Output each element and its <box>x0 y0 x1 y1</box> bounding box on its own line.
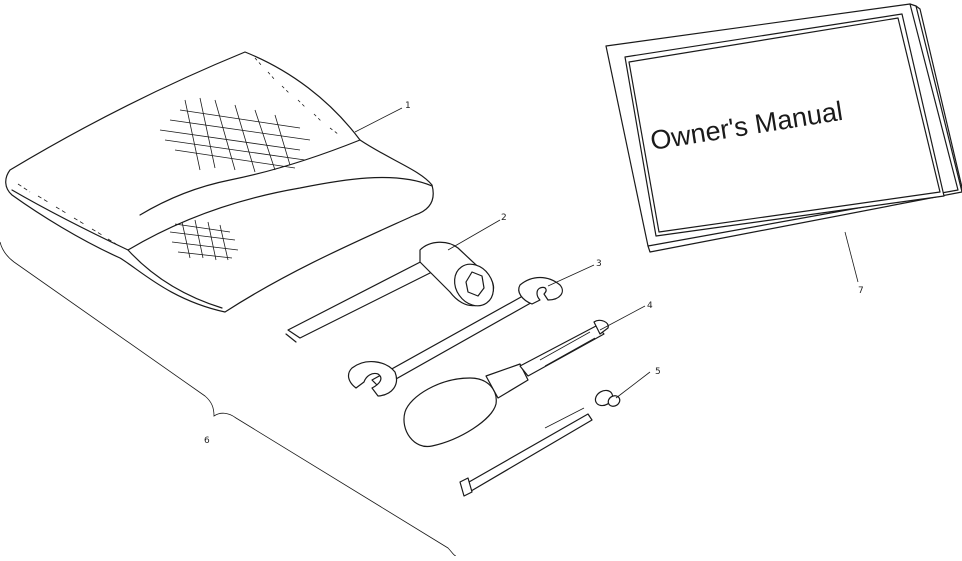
plaid-pattern-upper <box>159 97 311 173</box>
kit-bracket <box>0 241 457 557</box>
callout-labels: 1 2 3 4 5 6 7 <box>204 101 864 446</box>
tool-pouch <box>5 51 434 313</box>
callout-7: 7 <box>858 286 864 296</box>
gap-gauge-tool <box>459 389 621 497</box>
plaid-pattern-lower <box>169 219 239 261</box>
callout-6: 6 <box>204 436 210 446</box>
callout-3: 3 <box>596 259 602 269</box>
callout-4: 4 <box>647 301 653 311</box>
callout-2: 2 <box>501 213 507 223</box>
callout-5: 5 <box>655 367 661 377</box>
screwdriver <box>403 319 609 448</box>
leader-lines <box>354 107 859 399</box>
owners-manual: Owner's Manual <box>605 3 962 253</box>
callout-1: 1 <box>405 101 411 111</box>
spark-plug-wrench <box>285 241 495 343</box>
